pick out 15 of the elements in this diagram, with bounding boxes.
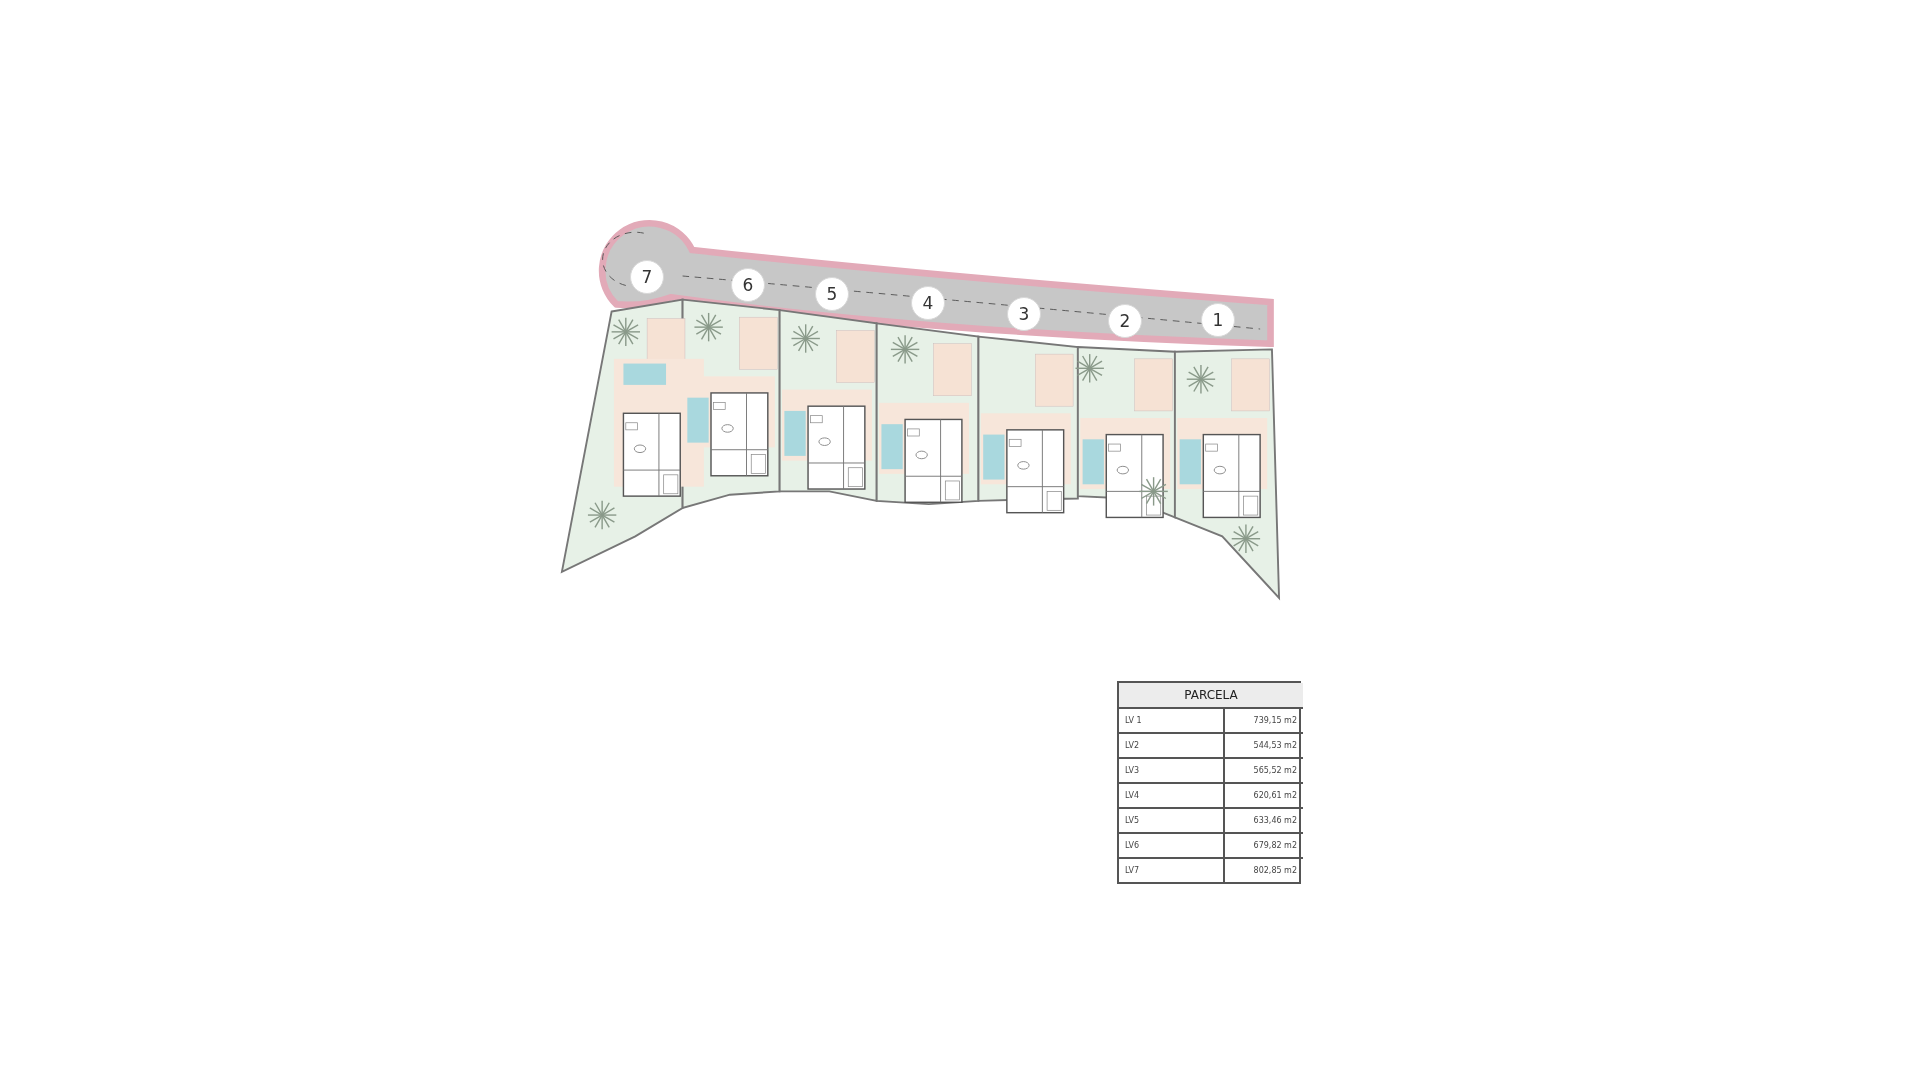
plot-area: 679,82 m2 (1223, 834, 1303, 859)
plot-area: 565,52 m2 (1223, 759, 1303, 784)
plot-area: 544,53 m2 (1223, 734, 1303, 759)
plot-area: 739,15 m2 (1223, 709, 1303, 734)
plot-name: LV3 (1119, 759, 1223, 784)
plot-name: LV2 (1119, 734, 1223, 759)
plot-name: LV7 (1124, 865, 1141, 877)
plot-area: 620,61 m2 (1223, 784, 1303, 809)
plot-name: LV4 (1119, 784, 1223, 809)
plot-area: 633,46 m2 (1223, 809, 1303, 834)
plot-name: LV 1 (1119, 709, 1223, 734)
plot-name: LV5 (1119, 809, 1223, 834)
plot-name: LV6 (1119, 834, 1223, 859)
plot-area: 802,85 m2 (1223, 859, 1303, 882)
table-header: PARCELA (1119, 683, 1303, 709)
